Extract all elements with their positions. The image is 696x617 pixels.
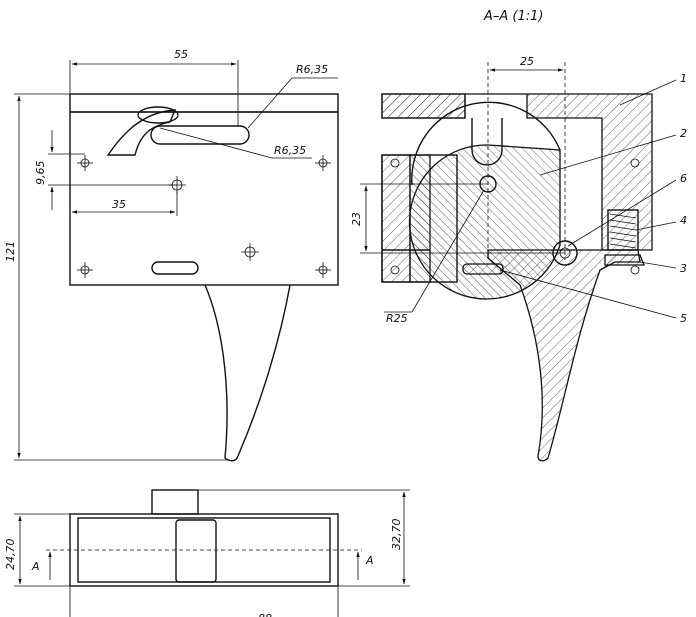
dim-horizontal-offset: 35 xyxy=(112,198,126,211)
part-number-2: 2 xyxy=(680,127,687,140)
dim-overall-height: 121 xyxy=(4,241,17,262)
dim-slot-radius-lower: R6,35 xyxy=(274,144,306,157)
dim-top-width: 55 xyxy=(174,48,188,61)
sear-disc-arc xyxy=(411,101,561,186)
part-leaders xyxy=(499,79,677,319)
housing-top-left xyxy=(381,93,466,119)
housing-left-block xyxy=(381,154,411,283)
part-number-1: 1 xyxy=(680,72,687,85)
part-number-6: 6 xyxy=(680,172,687,185)
section-view: A–A (1:1) xyxy=(350,9,687,462)
trigger-stop xyxy=(462,263,504,275)
trigger-part-5 xyxy=(487,249,641,462)
dim-bottom-inner-height: 24,70 xyxy=(4,539,17,571)
front-main-plate xyxy=(69,111,339,286)
dim-vertical-offset: 9,65 xyxy=(34,161,47,186)
bottom-view: A A 24,70 32,70 88 xyxy=(4,489,410,617)
part-number-4: 4 xyxy=(680,214,687,227)
dim-slot-radius-upper: R6,35 xyxy=(296,63,328,76)
dim-arc-radius: R25 xyxy=(386,312,408,325)
front-holes xyxy=(77,155,331,278)
front-slot-horizontal xyxy=(150,125,250,145)
section-holes xyxy=(390,158,640,275)
part-3 xyxy=(604,254,645,266)
dim-bottom-width: 88 xyxy=(258,612,272,617)
dim-section-horizontal: 25 xyxy=(520,55,534,68)
front-top-bar xyxy=(69,93,339,113)
front-angled-slot xyxy=(106,109,177,156)
bottom-top-tab xyxy=(151,489,199,515)
front-trigger-blade xyxy=(204,284,291,462)
section-title: A–A (1:1) xyxy=(483,9,543,24)
front-slot-top xyxy=(137,106,179,124)
dim-bottom-outer-height: 32,70 xyxy=(390,519,403,551)
front-lower-slot xyxy=(151,261,199,275)
section-mark-right: A xyxy=(365,554,374,567)
part-number-5: 5 xyxy=(680,312,687,325)
part-number-3: 3 xyxy=(680,262,687,275)
section-mark-left: A xyxy=(31,560,40,573)
bottom-window xyxy=(175,519,217,583)
front-view: 55 R6,35 R6,35 9,65 35 121 xyxy=(4,48,339,462)
dim-section-vertical: 23 xyxy=(350,212,363,226)
